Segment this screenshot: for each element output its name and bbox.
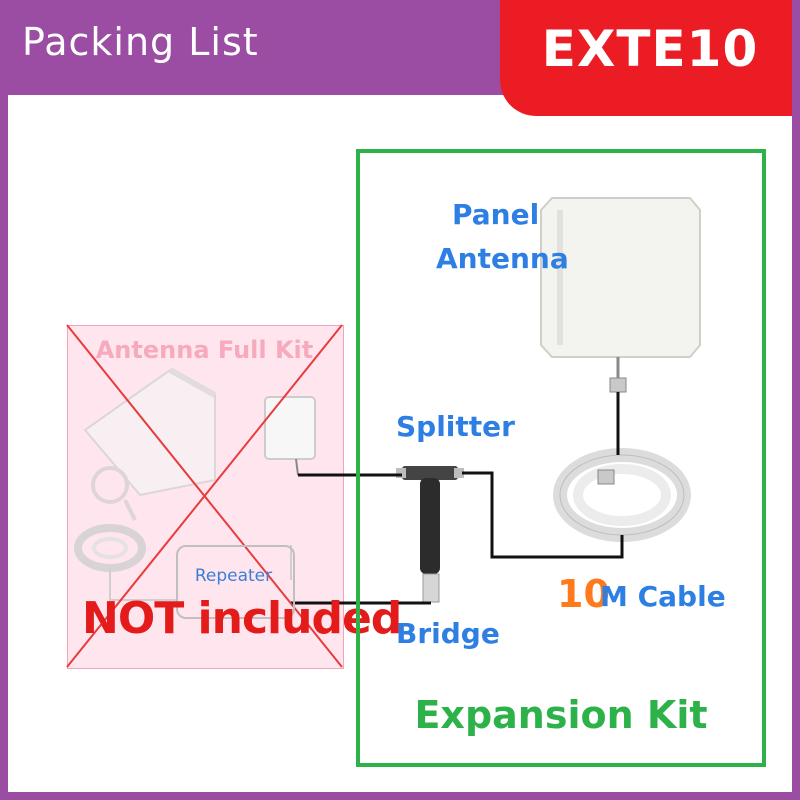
cable-length-value: 10 <box>557 572 610 616</box>
repeater-box <box>176 545 295 619</box>
splitter-label: Splitter <box>396 410 515 443</box>
cable-label: M Cable <box>600 580 726 613</box>
panel-antenna-icon <box>540 197 701 393</box>
expansion-kit-label: Expansion Kit <box>414 693 708 737</box>
excluded-kit-title: Antenna Full Kit <box>95 336 314 364</box>
bridge-label: Bridge <box>396 617 500 650</box>
indoor-panel-icon <box>264 396 316 476</box>
splitter-icon <box>396 466 464 574</box>
model-number: EXTE10 <box>541 20 759 78</box>
small-cable-coil-icon <box>74 524 146 572</box>
outdoor-antenna-icon <box>83 367 217 521</box>
page-title: Packing List <box>22 20 259 64</box>
panel-antenna-label-line1: Panel <box>452 198 540 231</box>
not-included-label: NOT included <box>82 593 402 644</box>
panel-antenna-label-line2: Antenna <box>436 242 569 275</box>
model-badge: EXTE10 <box>500 0 800 116</box>
cross-out-mark <box>66 324 343 668</box>
repeater-label: Repeater <box>194 566 273 586</box>
expansion-kit-box <box>356 149 766 767</box>
